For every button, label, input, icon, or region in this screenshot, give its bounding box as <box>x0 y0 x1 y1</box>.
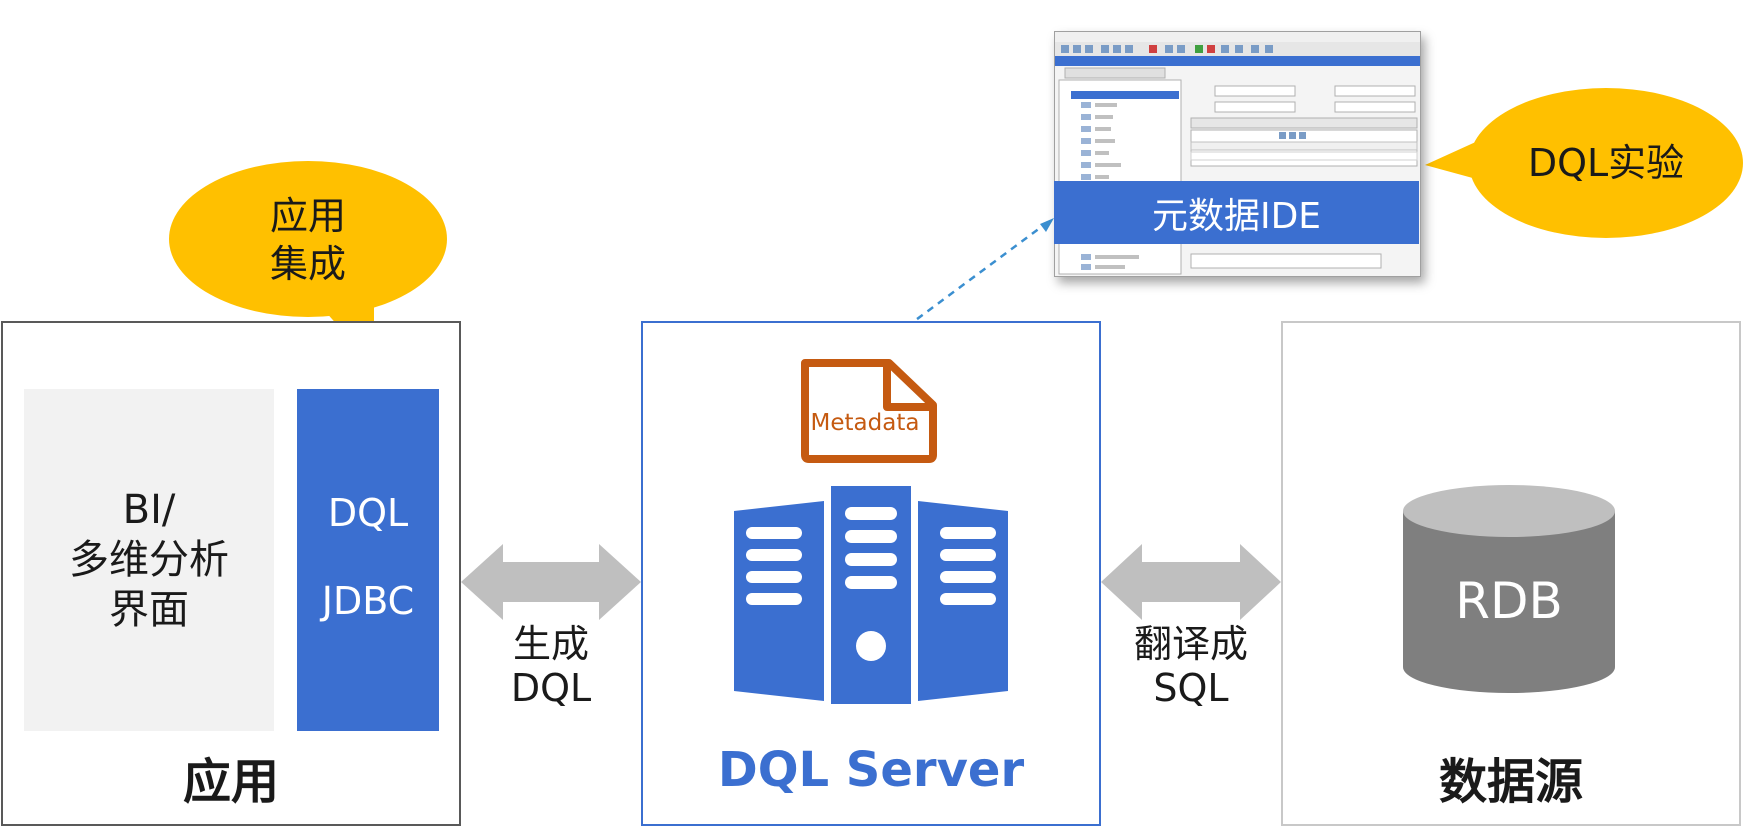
datasource-title: 数据源 <box>1438 754 1583 810</box>
dql-server-title: DQL Server <box>717 742 1025 798</box>
dql-jdbc-box: DQL JDBC <box>297 389 439 731</box>
dql-experiment-bubble <box>1425 88 1743 238</box>
translate-sql-label: 翻译成 SQL <box>1101 622 1281 710</box>
metadata-label: Metadata <box>810 410 920 436</box>
dql-experiment-bubble-text: DQL实验 <box>1527 141 1685 185</box>
rdb-cylinder-icon <box>1403 485 1615 693</box>
application-title: 应用 <box>182 754 279 810</box>
arrow-right-line-1: 翻译成 <box>1133 622 1248 666</box>
arrow-left-line-1: 生成 <box>512 622 589 666</box>
app-integration-bubble-text: 应用 集成 <box>240 192 376 288</box>
translate-sql-double-arrow <box>1101 544 1281 620</box>
arrow-left-line-2: DQL <box>510 666 592 710</box>
server-tower-center-icon <box>831 486 911 704</box>
bi-olap-interface-box: BI/ 多维分析 界面 <box>24 389 274 731</box>
bubble-line-2: 集成 <box>269 242 346 286</box>
arrow-right-line-2: SQL <box>1153 666 1229 710</box>
server-tower-right-icon <box>918 501 1008 701</box>
generate-dql-double-arrow <box>461 544 641 620</box>
server-tower-left-icon <box>734 501 824 701</box>
bi-line-2: 多维分析 <box>69 537 229 583</box>
metadata-document-icon <box>801 359 937 463</box>
rdb-label: RDB <box>1455 572 1563 630</box>
jdbc-line-2: JDBC <box>321 579 415 623</box>
generate-dql-label: 生成 DQL <box>461 622 641 710</box>
bi-line-1: BI/ <box>122 487 176 533</box>
metadata-ide-banner: 元数据IDE <box>1054 181 1419 244</box>
server-illustration <box>734 359 1008 704</box>
bi-line-3: 界面 <box>109 587 189 633</box>
bubble-line-1: 应用 <box>269 194 346 238</box>
jdbc-line-1: DQL <box>327 491 409 535</box>
